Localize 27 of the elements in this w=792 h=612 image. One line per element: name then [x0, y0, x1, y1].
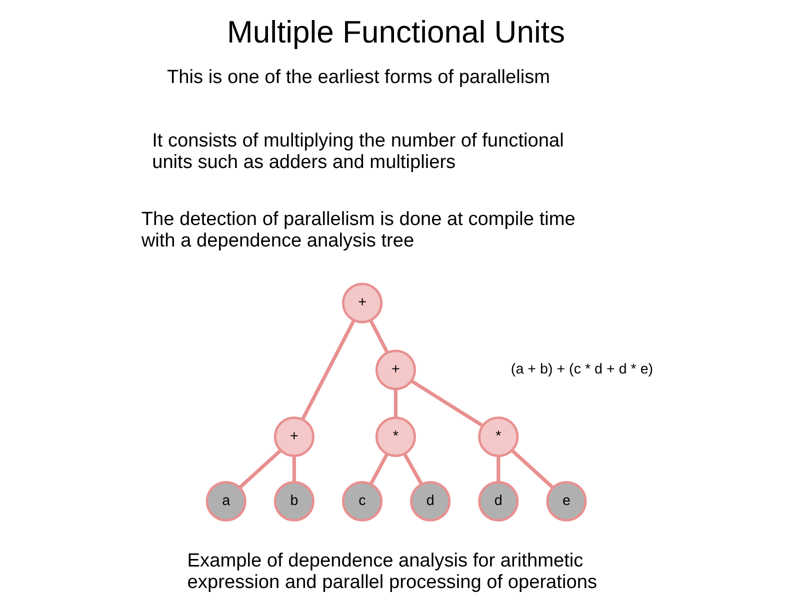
- connector: [301, 320, 356, 420]
- connector: [510, 449, 554, 489]
- node-circle: +: [342, 282, 383, 324]
- label: The detection of parallelism is done at compile time with a dependence analysis tree: [141, 209, 576, 252]
- connector: [369, 453, 389, 485]
- connector: [496, 456, 500, 482]
- node-circle: c: [342, 480, 383, 522]
- node-circle: d: [410, 480, 451, 522]
- node-circle: e: [546, 480, 587, 522]
- node-circle: +: [375, 350, 416, 390]
- connector: [394, 389, 398, 418]
- label: This is one of the earliest forms of parallelism: [167, 67, 550, 88]
- node-circle: +: [274, 416, 314, 458]
- label: Example of dependence analysis for arithmetic expression and parallel processing of operations: [187, 550, 598, 594]
- label: It consists of multiplying the number of functional units such as adders and multipliers: [152, 130, 564, 173]
- node-circle: b: [274, 480, 314, 522]
- connector: [369, 320, 389, 354]
- label: (a + b) + (c * d + d * e): [510, 362, 654, 378]
- diagram-title: Multiple Functional Units: [226, 14, 566, 50]
- connector: [403, 453, 423, 485]
- node-circle: d: [478, 480, 519, 522]
- connector: [410, 380, 484, 428]
- node-circle: *: [375, 416, 416, 458]
- connector: [238, 449, 282, 489]
- connector: [292, 456, 296, 482]
- node-circle: *: [478, 416, 519, 458]
- node-circle: a: [206, 480, 246, 522]
